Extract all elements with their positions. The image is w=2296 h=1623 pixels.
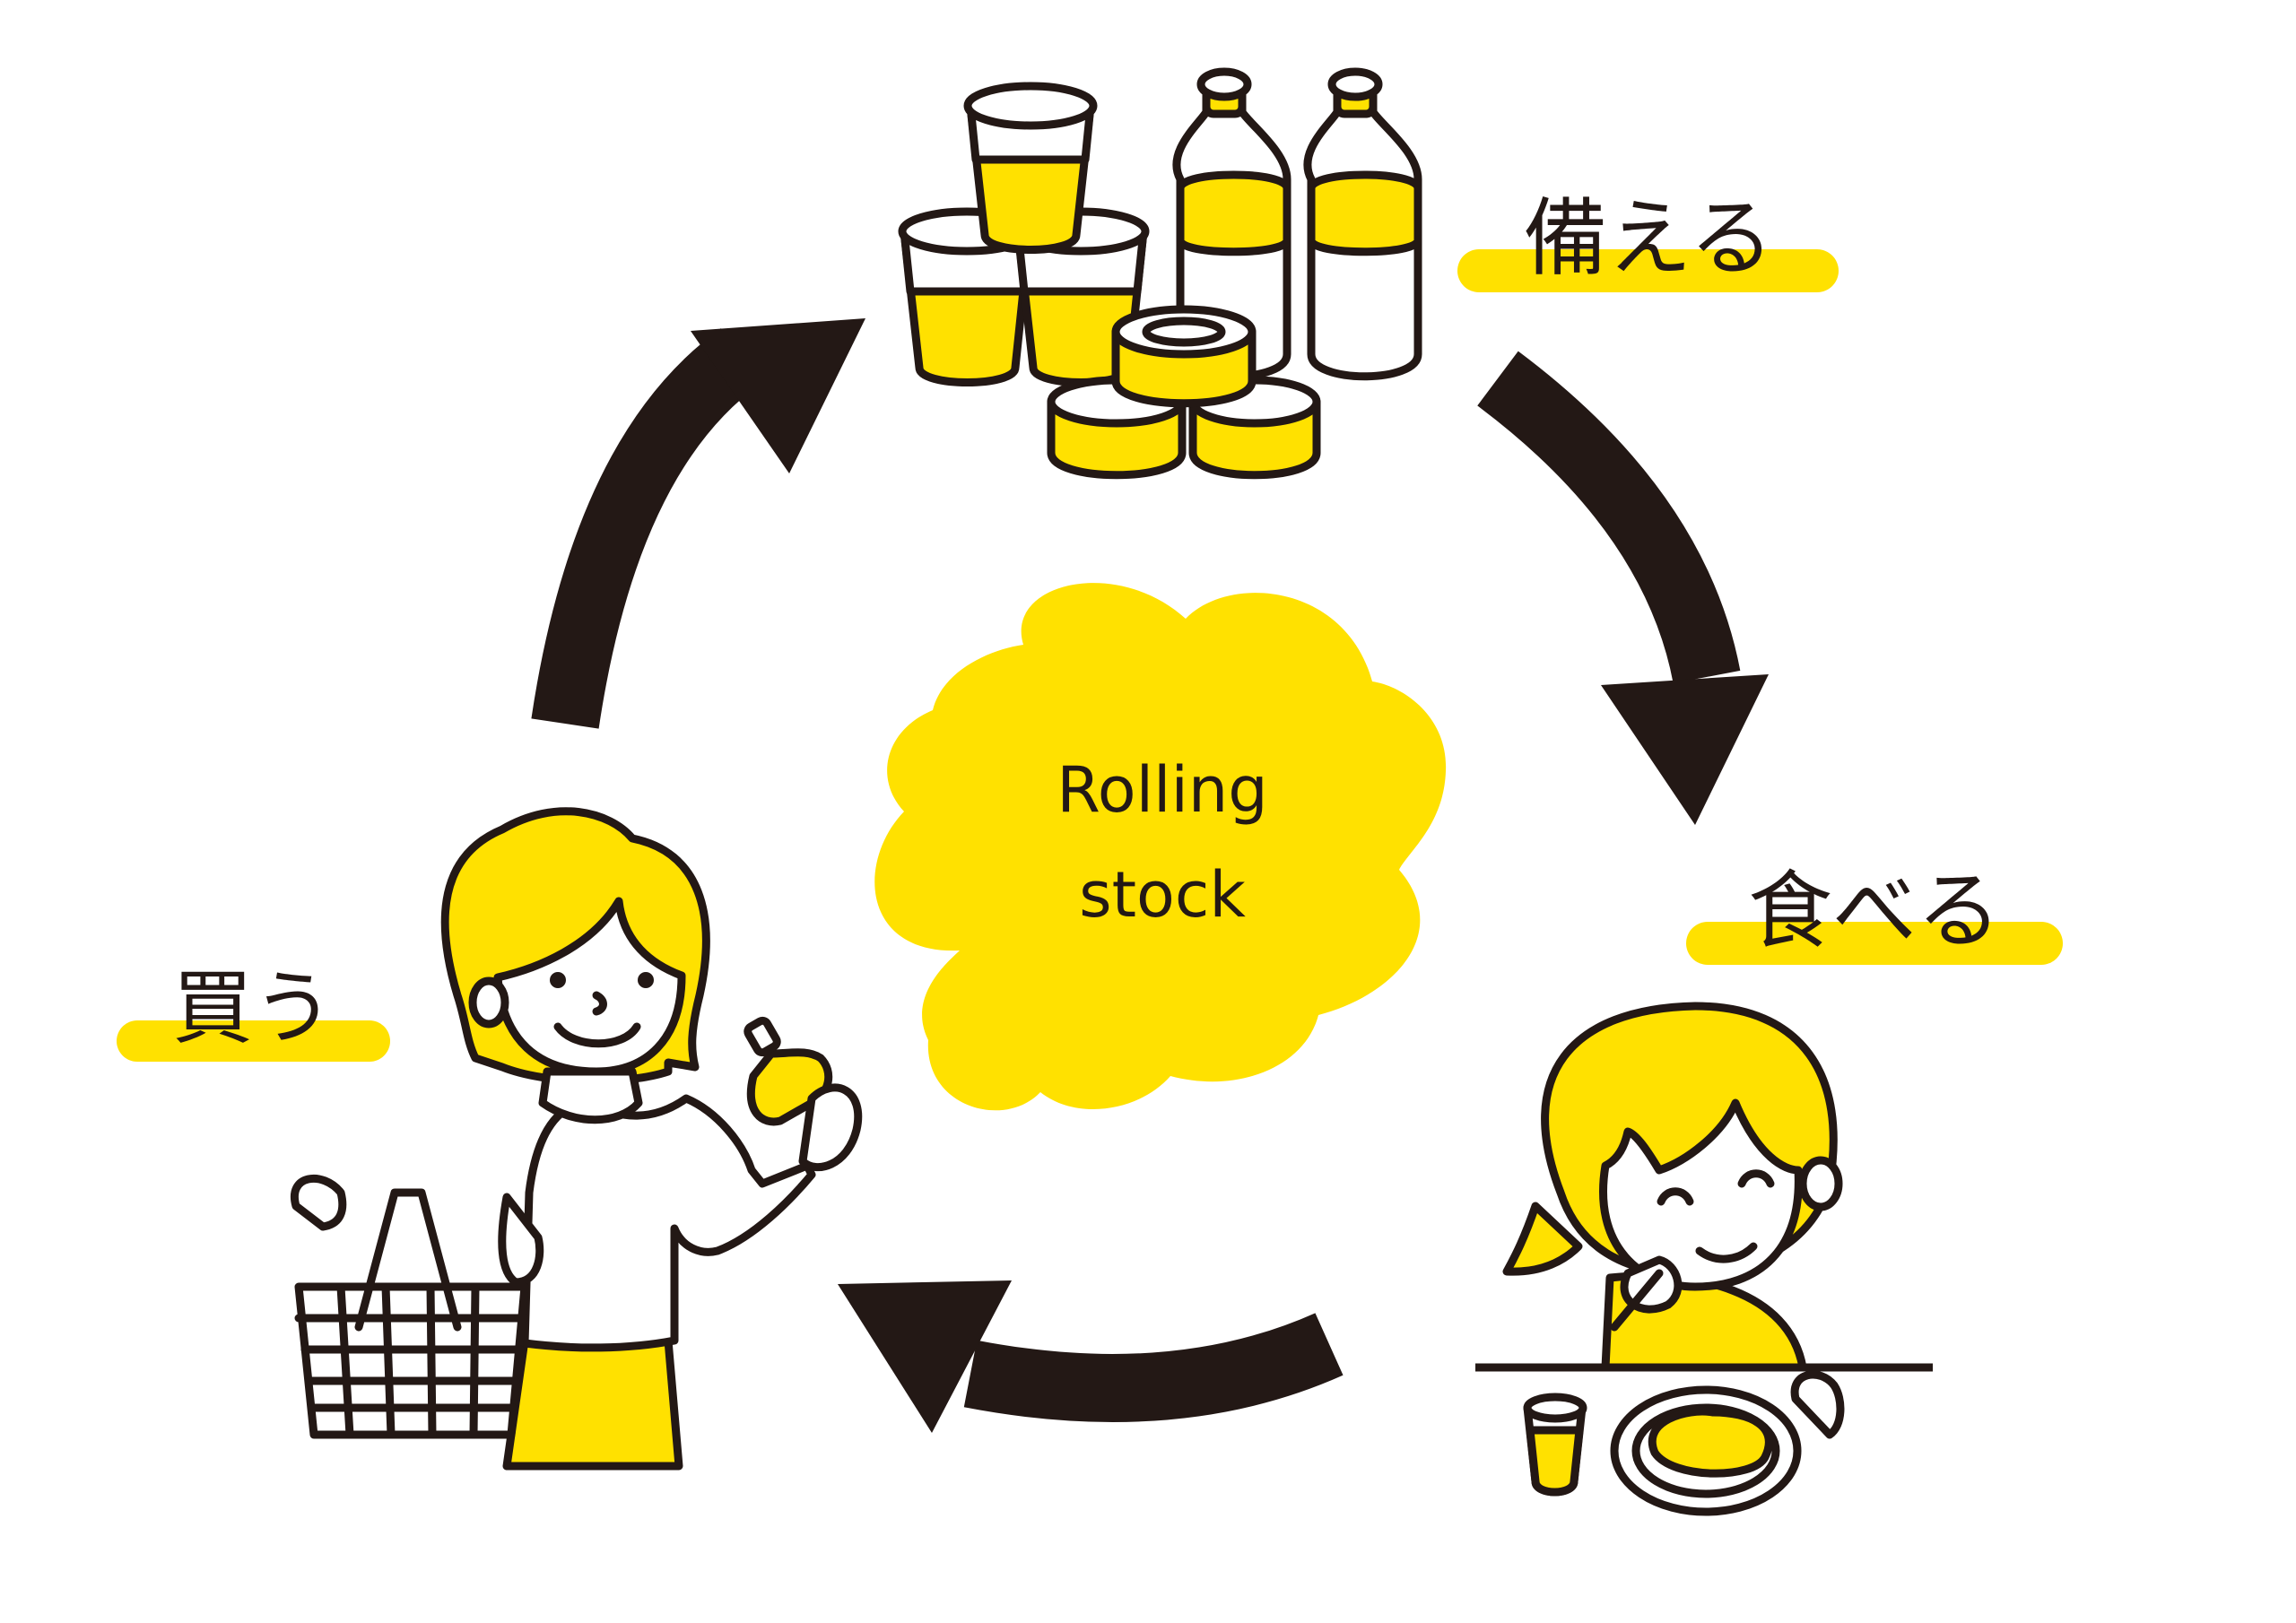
emergency-food-stock-illustration <box>898 67 1422 480</box>
label-prepare: 備える <box>1457 190 1839 292</box>
arrow-eat-to-buy <box>838 1280 1344 1433</box>
arrow-buy-to-prepare <box>531 318 865 729</box>
label-eat: 食べる <box>1686 863 2063 965</box>
center-title-line1: Rolling <box>1057 753 1267 827</box>
water-bottle-icon <box>1303 67 1422 381</box>
canned-food-icon <box>1111 305 1257 408</box>
center-title-line2: stock <box>1079 858 1246 932</box>
shopping-basket-icon <box>294 1188 529 1439</box>
cycle-arrows <box>531 318 1769 1433</box>
label-prepare-text: 備える <box>1523 190 1773 288</box>
arrow-prepare-to-eat <box>1477 351 1769 825</box>
omelette-plate-icon <box>1610 1385 1802 1516</box>
label-eat-text: 食べる <box>1748 863 2001 960</box>
label-buy-text: 買う <box>172 961 334 1055</box>
child-eating-illustration <box>1475 1002 1933 1516</box>
center-cloud: Rolling stock <box>874 583 1447 1111</box>
woman-shopping-illustration <box>290 807 863 1471</box>
drinking-cup-icon <box>1523 1393 1587 1497</box>
label-buy: 買う <box>117 961 390 1062</box>
instant-cup-icon <box>963 82 1098 254</box>
